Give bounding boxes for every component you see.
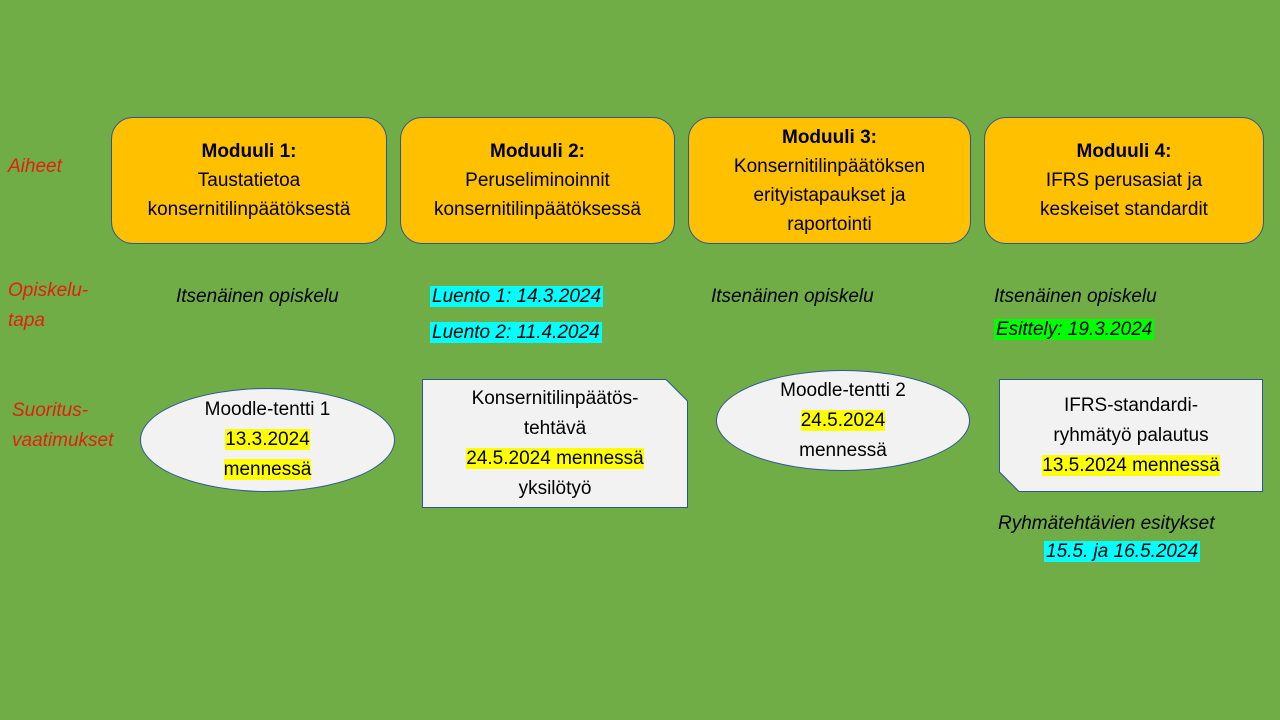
requirement-m1-date: 13.3.2024 [225, 429, 310, 450]
module-1-title: Moduuli 1: [201, 141, 297, 162]
lecture-1-date: Luento 1: 14.3.2024 [430, 286, 604, 307]
requirement-m3-date: 24.5.2024 [800, 409, 886, 431]
module-4-line: IFRS perusasiat ja [1045, 170, 1203, 191]
module-4-title: Moduuli 4: [1076, 141, 1172, 162]
group-presentations-dates: 15.5. ja 16.5.2024 [1044, 541, 1201, 562]
module-3-box: Moduuli 3: Konsernitilinpäätöksen erityi… [688, 117, 971, 244]
group-presentations-dates-wrap: 15.5. ja 16.5.2024 [1044, 538, 1201, 566]
study-method-m3: Itsenäinen opiskelu [711, 286, 874, 307]
requirement-m3-ellipse: Moodle-tentti 2 24.5.2024 mennessä [716, 370, 970, 471]
requirement-m1-title: Moodle-tentti 1 [204, 399, 331, 420]
requirement-m2-line: yksilötyö [518, 477, 592, 499]
requirement-m4-line: ryhmätyö palautus [1053, 424, 1209, 446]
module-2-line: Peruseliminoinnit [465, 170, 610, 191]
requirement-m2-line: tehtävä [523, 417, 587, 439]
module-3-line: raportointi [787, 213, 872, 235]
requirement-m2-text: Konsernitilinpäätös- tehtävä 24.5.2024 m… [466, 384, 644, 504]
study-method-m4: Itsenäinen opiskelu [994, 286, 1157, 307]
lecture-2-date: Luento 2: 11.4.2024 [430, 322, 602, 343]
folded-corner-shape [422, 379, 688, 508]
row-label-study-method: Opiskelu- tapa [8, 280, 89, 331]
requirement-m1-suffix: mennessä [223, 459, 312, 480]
module-2-title: Moduuli 2: [490, 141, 585, 162]
study-method-m2-lecture2-wrap: Luento 2: 11.4.2024 [430, 319, 602, 347]
requirement-m2-card: Konsernitilinpäätös- tehtävä 24.5.2024 m… [422, 379, 688, 508]
requirement-m3-suffix: mennessä [799, 439, 887, 461]
row-label-requirements: Suoritus- vaatimukset [12, 400, 114, 451]
row-label-topics: Aiheet [8, 156, 62, 177]
module-4-line: keskeiset standardit [1040, 199, 1208, 220]
requirement-m3-title: Moodle-tentti 2 [780, 379, 906, 401]
module-2-box: Moduuli 2: Peruseliminoinnit konsernitil… [400, 117, 675, 244]
study-method-m4-presentation-wrap: Esittely: 19.3.2024 [994, 316, 1155, 344]
module-1-line: Taustatietoa [197, 170, 301, 191]
presentation-date: Esittely: 19.3.2024 [994, 319, 1155, 340]
module-3-line: erityistapaukset ja [753, 184, 906, 206]
requirement-m4-text: IFRS-standardi- ryhmätyö palautus 13.5.2… [1042, 391, 1220, 481]
requirement-m4-card: IFRS-standardi- ryhmätyö palautus 13.5.2… [999, 379, 1263, 492]
module-1-line: konsernitilinpäätöksestä [147, 199, 351, 220]
requirement-m1-ellipse: Moodle-tentti 1 13.3.2024 mennessä [140, 388, 395, 492]
module-3-line: Konsernitilinpäätöksen [733, 155, 926, 177]
study-method-m2-lecture1-wrap: Luento 1: 14.3.2024 [430, 283, 604, 311]
requirement-m4-date: 13.5.2024 mennessä [1042, 454, 1220, 476]
module-1-box: Moduuli 1: Taustatietoa konsernitilinpää… [111, 117, 387, 244]
module-2-line: konsernitilinpäätöksessä [433, 199, 641, 220]
group-presentations-label: Ryhmätehtävien esitykset [998, 513, 1215, 534]
module-3-title: Moduuli 3: [782, 126, 877, 148]
module-4-box: Moduuli 4: IFRS perusasiat ja keskeiset … [984, 117, 1264, 244]
study-method-m1: Itsenäinen opiskelu [176, 286, 339, 307]
requirement-m2-line: Konsernitilinpäätös- [471, 387, 639, 409]
requirement-m4-line: IFRS-standardi- [1063, 394, 1199, 416]
requirement-m2-date: 24.5.2024 mennessä [466, 447, 644, 469]
